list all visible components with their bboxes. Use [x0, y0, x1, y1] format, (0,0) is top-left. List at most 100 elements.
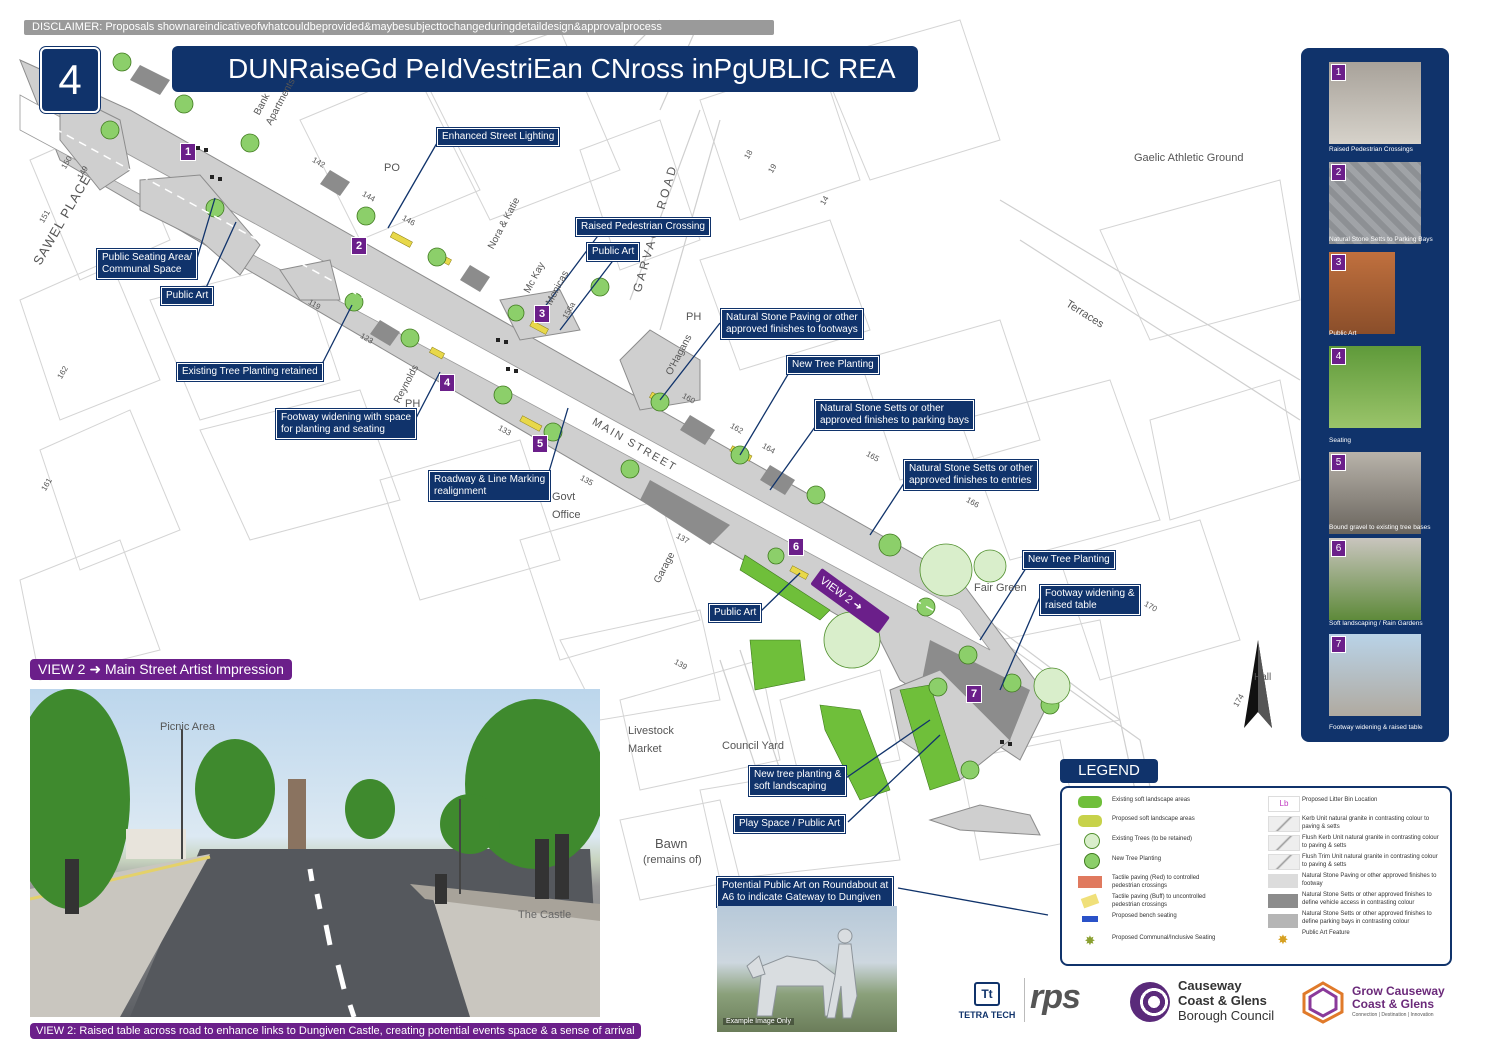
example-image-label: Example Image Only [723, 1018, 794, 1025]
map-marker-7: 7 [966, 685, 982, 703]
callout-public-art-1: Public Art [587, 243, 640, 261]
page-title: DUNRaiseGd PeIdVestriEan CNross inPgUBLI… [172, 46, 918, 92]
precedent-number: 2 [1331, 164, 1346, 181]
street-scene [30, 689, 600, 1017]
swatch-existing-soft [1078, 796, 1102, 808]
callout-line: approved finishes to parking bays [820, 415, 969, 426]
callout-raised-pedestrian-crossing: Raised Pedestrian Crossing [576, 218, 710, 236]
precedent-image-7: 7 [1329, 634, 1421, 716]
callout-existing-tree-retained: Existing Tree Planting retained [177, 363, 323, 381]
legend-item: Kerb Unit natural granite in contrasting… [1302, 816, 1430, 830]
callout-line: realignment [434, 486, 487, 497]
legend-item: Tactile paving (Buff) to uncontrolled pe… [1112, 894, 1206, 908]
map-marker-2: 2 [351, 237, 367, 255]
callout-line: A6 to indicate Gateway to Dungiven [722, 892, 881, 903]
tetra-tech-logo: Tt TETRA TECH [952, 982, 1022, 1022]
legend-item: Natural Stone Setts or other approved fi… [1302, 892, 1432, 906]
legend-item: Tactile paving (Red) to controlled pedes… [1112, 875, 1200, 889]
grow-line-2: Coast & Glens [1352, 997, 1435, 1011]
legend-item: Proposed Communal/Inclusive Seating [1112, 935, 1216, 941]
precedent-image-1: 1 [1329, 62, 1421, 144]
north-arrow-icon [1244, 640, 1272, 728]
legend-item: Existing Trees (to be retained) [1112, 836, 1193, 842]
view2-heading-text: Main Street Artist Impression [104, 661, 284, 677]
grow-line-1: Grow Causeway [1352, 984, 1445, 998]
view2-heading: VIEW 2 ➜ Main Street Artist Impression [30, 659, 292, 680]
precedent-caption: Public Art [1329, 330, 1357, 337]
swatch-kerb-unit [1268, 816, 1300, 832]
callout-line: approved finishes to footways [726, 324, 858, 335]
precedent-caption: Soft landscaping / Rain Gardens [1329, 620, 1423, 627]
castle-label: The Castle [518, 909, 572, 921]
callout-line: New tree planting & [754, 769, 842, 780]
callout-line: Footway widening & [1045, 588, 1135, 599]
ccg-line-3: Borough Council [1178, 1008, 1275, 1023]
precedent-number: 4 [1331, 348, 1346, 365]
legend-item: Proposed bench seating [1112, 913, 1177, 919]
ccg-line-2: Coast & Glens [1178, 993, 1267, 1008]
precedent-image-4: 4 [1329, 346, 1421, 428]
swatch-tactile-red [1078, 876, 1102, 888]
label-livestock: Livestock [628, 725, 674, 737]
legend-item: Flush Trim Unit natural granite in contr… [1302, 854, 1438, 868]
callout-new-tree-soft-landscaping: New tree planting & soft landscaping [749, 766, 847, 796]
arrow-right-icon: ➜ [89, 661, 102, 677]
map-marker-3: 3 [534, 305, 550, 323]
precedent-number: 7 [1331, 636, 1346, 653]
legend-item: Natural Stone Paving or other approved f… [1302, 873, 1437, 887]
precedent-image-5: 5 [1329, 452, 1421, 534]
callout-line: for planting and seating [281, 424, 385, 435]
label-ph-1: PH [686, 311, 702, 323]
precedent-image-6: 6 [1329, 538, 1421, 620]
tetra-tech-icon: Tt [974, 982, 1000, 1006]
precedent-caption: Natural Stone Setts to Parking Bays [1329, 236, 1433, 243]
swatch-flush-kerb [1268, 835, 1300, 851]
precedent-number: 3 [1331, 254, 1346, 271]
callout-public-art-2: Public Art [161, 287, 214, 305]
label-council-yard: Council Yard [722, 740, 784, 752]
callout-line: Natural Stone Setts or other [909, 463, 1033, 474]
map-marker-5: 5 [532, 435, 548, 453]
precedent-caption: Seating [1329, 437, 1352, 444]
roundabout-example-image: Example Image Only [717, 906, 897, 1032]
precedent-number: 1 [1331, 64, 1346, 81]
precedent-caption: Footway widening & raised table [1329, 724, 1423, 731]
artist-impression-image: Picnic Area The Castle [30, 689, 600, 1017]
legend-item: New Tree Planting [1112, 856, 1162, 862]
map-marker-4: 4 [439, 374, 455, 392]
callout-line: Potential Public Art on Roundabout at [722, 880, 889, 891]
label-gaelic-ground: Gaelic Athletic Ground [1134, 152, 1244, 164]
swatch-flush-trim [1268, 854, 1300, 870]
legend-title: LEGEND [1060, 759, 1158, 783]
rps-logo: rps [1030, 978, 1081, 1016]
callout-line: approved finishes to entries [909, 475, 1032, 486]
precedent-caption: Bound gravel to existing tree bases [1329, 524, 1431, 531]
label-office: Office [552, 509, 581, 521]
label-po: PO [384, 162, 400, 174]
callout-new-tree-planting-1: New Tree Planting [787, 356, 879, 374]
grow-ccg-logo: Grow Causeway Coast & Glens Connection |… [1300, 978, 1460, 1026]
precedent-number: 5 [1331, 454, 1346, 471]
callout-line: Communal Space [102, 264, 182, 275]
callout-public-art-3: Public Art [709, 604, 762, 622]
view2-caption: VIEW 2: Raised table across road to enha… [30, 1023, 641, 1039]
swatch-setts-parking [1268, 914, 1298, 928]
ccg-council-logo: Causeway Coast & Glens Borough Council [1130, 978, 1290, 1026]
tetra-tech-text: TETRA TECH [958, 1010, 1016, 1020]
precedent-images-panel: 1 Raised Pedestrian Crossings 2 Natural … [1301, 48, 1449, 742]
swatch-tactile-buff [1080, 893, 1100, 909]
communal-seating-icon: ✸ [1084, 933, 1096, 948]
callout-natural-stone-paving: Natural Stone Paving or other approved f… [721, 309, 863, 339]
legend-item: Flush Kerb Unit natural granite in contr… [1302, 835, 1439, 849]
sheet-number: 4 [40, 47, 100, 113]
map-marker-1: 1 [180, 143, 196, 161]
label-ph-2: PH [405, 398, 421, 410]
legend-item: Public Art Feature [1302, 930, 1350, 936]
label-remains: (remains of) [643, 854, 702, 866]
callout-setts-parking-bays: Natural Stone Setts or other approved fi… [815, 400, 974, 430]
callout-line: Natural Stone Setts or other [820, 403, 944, 414]
callout-footway-widening-planting: Footway widening with space for planting… [276, 409, 417, 439]
callout-line: Public Seating Area/ [102, 252, 193, 263]
picnic-area-label: Picnic Area [160, 721, 216, 733]
